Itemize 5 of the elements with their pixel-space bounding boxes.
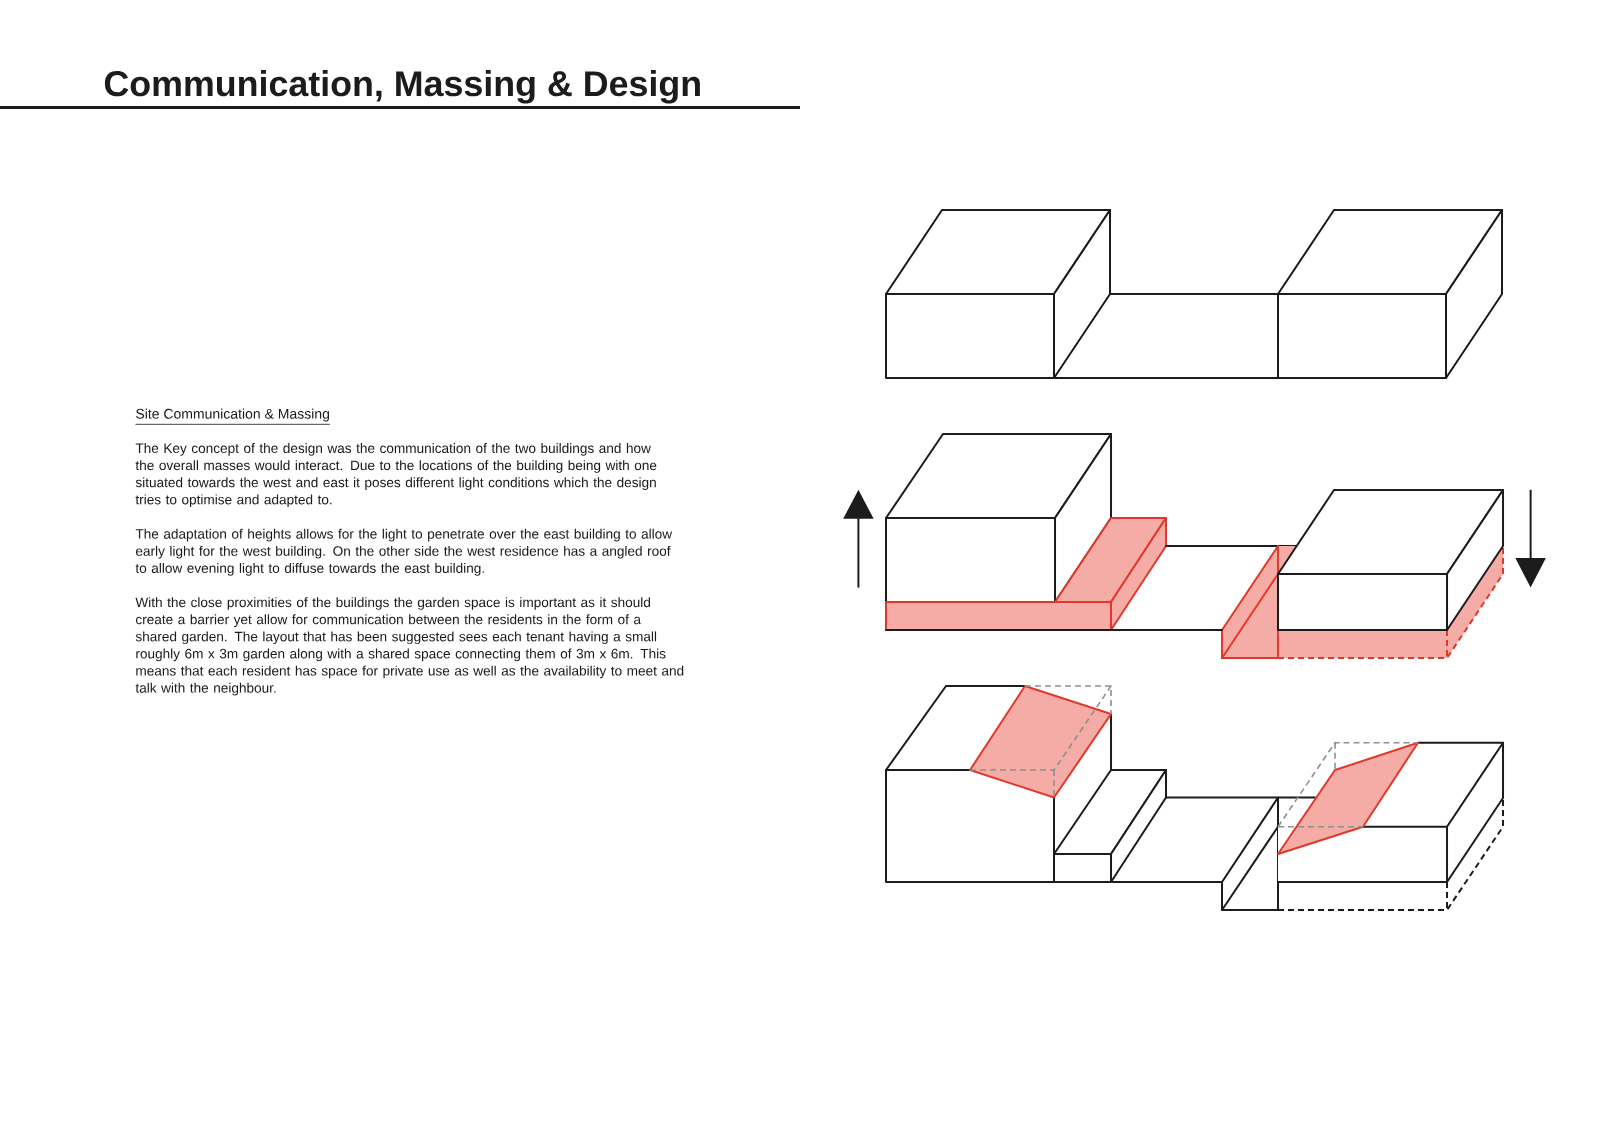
body-paragraph: The Key concept of the design was the communication of the two buildings and how the overall masses would interact. Due to the locations of the building being with one situated towards the west and east it poses different light conditions which the design tries to optimise and adapted to. bbox=[135, 443, 657, 508]
title: Communication, Massing & Design bbox=[104, 70, 700, 104]
body-paragraph: With the close proximities of the buildings the garden space is important as it should create a barrier yet allow for communication between the residents in the form of a shared garden. The layout that has been suggested sees each tenant having a small roughly 6m x 3m garden along with a shared space connecting them of 3m x 6m. This means that each resident has space for private use as well as the availability to meet and talk with the neighbour. bbox=[135, 597, 684, 696]
body-paragraph: The adaptation of heights allows for the light to penetrate over the east building to allow early light for the west building. On the other side the west residence has a angled roof to allow evening light to diffuse towards the east building. bbox=[135, 528, 673, 576]
section-heading: Site Communication & Massing bbox=[135, 408, 331, 425]
